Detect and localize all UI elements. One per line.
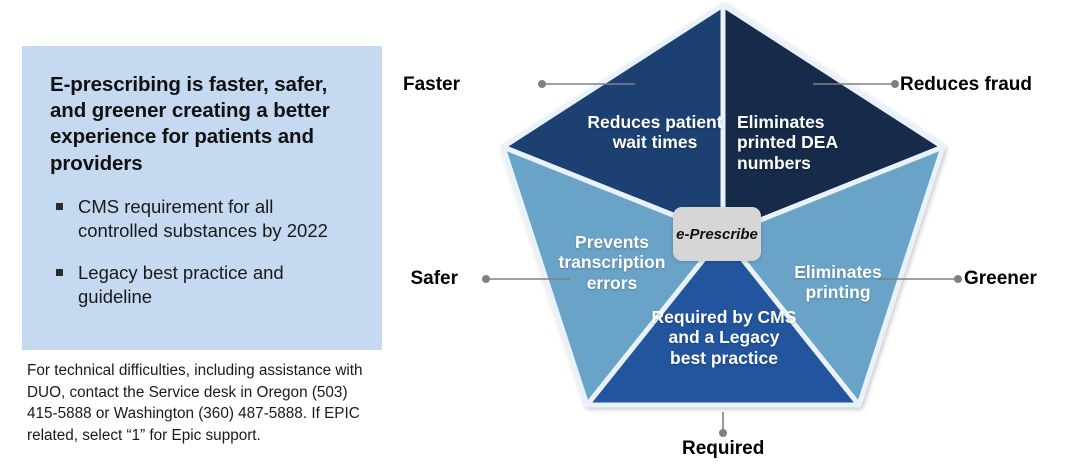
square-bullet-icon — [56, 202, 63, 210]
center-label-e-prescribe: e-Prescribe — [673, 207, 761, 261]
list-item-label: Legacy best practice and guideline — [78, 262, 284, 308]
square-bullet-icon — [56, 269, 63, 277]
callout-reduces-fraud: Reduces fraud — [900, 74, 1032, 95]
summary-panel: E-prescribing is faster, safer, and gree… — [22, 46, 382, 350]
callout-faster: Faster — [402, 74, 460, 95]
callout-greener: Greener — [964, 268, 1037, 289]
support-footnote: For technical difficulties, including as… — [27, 362, 363, 445]
leader-dot-required — [718, 428, 727, 437]
pentagon-svg — [482, 2, 962, 437]
leader-dot-greener — [953, 274, 962, 283]
list-item: CMS requirement for all controlled subst… — [50, 195, 358, 243]
list-item-label: CMS requirement for all controlled subst… — [78, 195, 328, 241]
leader-dot-safer — [482, 274, 491, 283]
callout-safer: Safer — [410, 268, 458, 289]
wedge-prevents-transcription-errors[interactable] — [500, 144, 726, 408]
pentagon-diagram: Reduces patient wait times Eliminates pr… — [392, 0, 1076, 467]
page-title: E-prescribing is faster, safer, and gree… — [50, 73, 330, 175]
leader-dot-reduces-fraud — [890, 80, 899, 89]
bullet-list: CMS requirement for all controlled subst… — [50, 195, 358, 309]
callout-required: Required — [682, 438, 765, 459]
leader-dot-faster — [538, 80, 547, 89]
list-item: Legacy best practice and guideline — [50, 261, 358, 309]
